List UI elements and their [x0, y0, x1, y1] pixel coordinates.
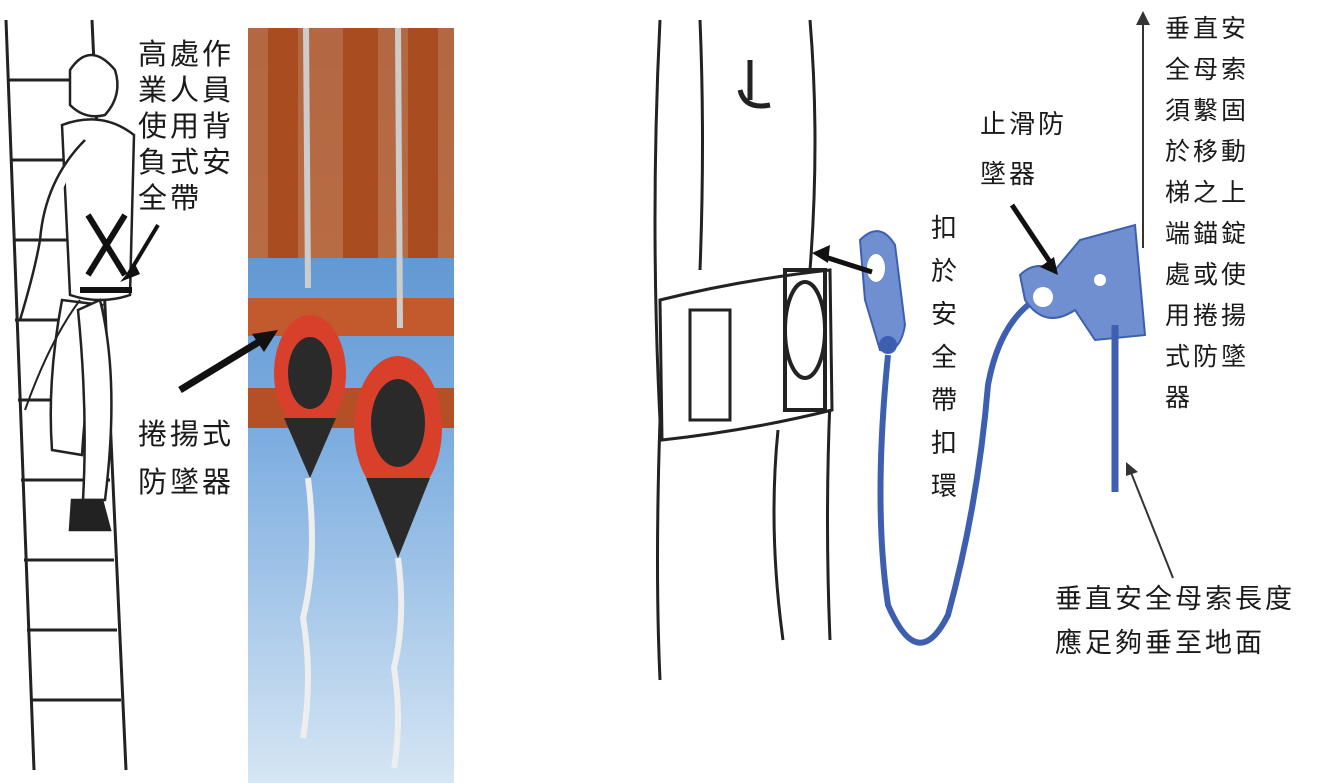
length-arrowhead	[1126, 462, 1138, 476]
length-arrow	[1129, 469, 1174, 579]
buckle-ring-char: 扣	[930, 429, 957, 459]
snap-hook	[858, 230, 907, 354]
rope-grab-arrowhead	[1040, 257, 1058, 275]
photo-scene	[248, 28, 454, 783]
worker-figure	[18, 53, 136, 532]
buckle-ring-label: 扣於安全帶扣環	[930, 208, 958, 509]
harness-arrowhead	[120, 264, 140, 282]
rope-grab-arrow	[1009, 203, 1055, 267]
retractable-device-photo	[248, 28, 454, 783]
lifeline-anchor-label: 垂直安 全母索 須繫固 於移動 梯之上 端錨錠 處或使 用捲揚 式防墜 器	[1165, 14, 1250, 412]
rope-grab-device	[1018, 223, 1147, 342]
anchor-arrowhead	[1136, 11, 1150, 25]
retractable-arrow	[178, 337, 264, 393]
lanyard-rope	[877, 302, 1030, 646]
retractable-arrowhead	[252, 330, 278, 352]
lifeline-length-label: 垂直安全母索長度 應足夠垂至地面	[1055, 584, 1295, 659]
buckle-arrow	[821, 253, 873, 275]
retractable-label: 捲揚式 防墜器	[138, 417, 235, 499]
torso-sketch	[653, 19, 832, 681]
buckle-ring-char: 帶	[930, 386, 957, 416]
belt-ring	[783, 280, 827, 380]
harness-straps	[80, 213, 132, 293]
lanyard	[24, 299, 81, 411]
buckle-ring-char: 於	[930, 257, 957, 287]
worker-harness-label: 高處作 業人員 使用背 負式安 全帶	[138, 37, 235, 215]
buckle-ring-char: 環	[930, 472, 957, 502]
buckle-ring-char: 扣	[930, 214, 957, 244]
belt	[658, 268, 834, 442]
rope-grab-label: 止滑防 墜器	[980, 110, 1068, 190]
buckle-arrowhead	[812, 245, 830, 263]
buckle-ring-char: 安	[930, 300, 957, 330]
buckle-ring-char: 全	[930, 343, 957, 373]
